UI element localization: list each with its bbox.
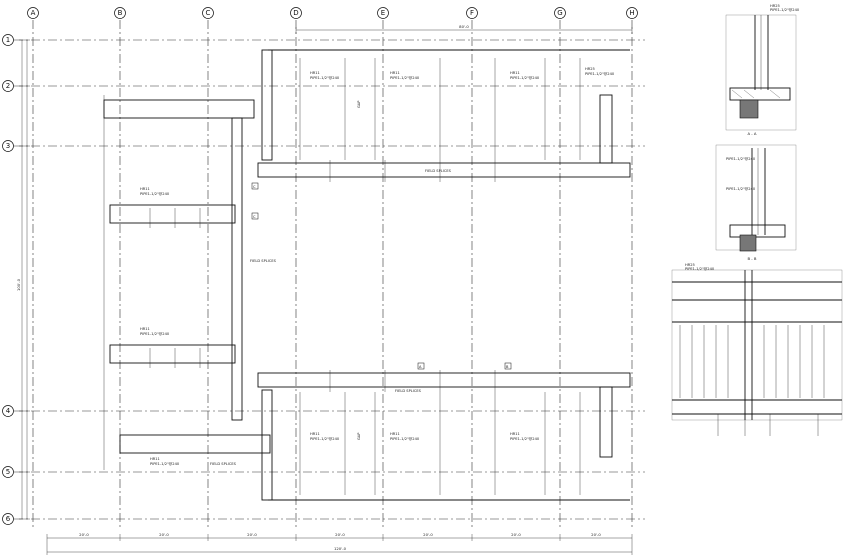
svg-text:C: C <box>253 215 256 219</box>
wall-outlines <box>103 49 631 501</box>
section-marker-a: A <box>417 362 425 370</box>
left-overall-dimension: 100'-0 <box>16 278 21 291</box>
bottom-dimension-strings: 20'-0 20'-0 20'-0 20'-0 20'-0 20'-0 20'-… <box>46 532 633 555</box>
bottom-span-dimension: 20'-0 <box>79 532 89 537</box>
field-splices-label: FIELD SPLICES <box>425 169 452 173</box>
callout-mark: HR11 <box>140 327 150 331</box>
section-label-b: B - B <box>748 256 757 261</box>
callout-spec: PIPE1-1/2"@240 <box>390 76 420 80</box>
svg-text:6: 6 <box>6 515 11 523</box>
grid-bubble-2: 2 <box>2 80 14 92</box>
svg-text:HR25: HR25 <box>770 4 780 8</box>
grid-bubble-E: E <box>377 7 389 19</box>
svg-text:2: 2 <box>6 82 10 90</box>
detail-section-b-b: PIPE1-1/2"@240 PIPE1-1/2"@240 B - B <box>715 144 797 261</box>
svg-text:B: B <box>506 365 509 369</box>
top-dimension: 80'-0 <box>295 24 633 34</box>
grid-bubble-A: A <box>27 7 39 19</box>
svg-text:A: A <box>419 365 422 369</box>
svg-text:H: H <box>629 9 634 17</box>
grid-bubble-6: 6 <box>2 513 14 525</box>
section-label-a: A - A <box>748 131 757 136</box>
elevation-detail: HR25 PIPE1-1/2"@240 <box>671 263 843 436</box>
callout-spec: PIPE1-1/2"@240 <box>140 192 170 196</box>
column-bubbles: A B C D E F G H <box>27 7 638 19</box>
callout-spec: PIPE1-1/2"@240 <box>150 462 180 466</box>
svg-text:F: F <box>470 9 474 17</box>
detail-section-a-a: HR25 PIPE1-1/2"@240 A - A <box>725 4 800 136</box>
callout-spec: PIPE1-1/2"@240 <box>510 76 540 80</box>
bottom-span-dimension: 20'-0 <box>511 532 521 537</box>
callouts: HR11 PIPE1-1/2"@240 HR11 PIPE1-1/2"@240 … <box>140 67 615 466</box>
svg-text:HR25: HR25 <box>685 263 695 267</box>
field-splices-label: FIELD SPLICES <box>210 462 237 466</box>
callout-spec: PIPE1-1/2"@240 <box>140 332 170 336</box>
svg-text:4: 4 <box>6 407 11 415</box>
callout-mark: HR11 <box>390 432 400 436</box>
svg-text:C: C <box>206 9 211 17</box>
svg-text:C: C <box>253 185 256 189</box>
grid-bubble-H: H <box>626 7 638 19</box>
callout-mark: HR11 <box>390 71 400 75</box>
svg-text:B: B <box>118 9 123 17</box>
grid-bubble-4: 4 <box>2 405 14 417</box>
top-overall-dimension: 80'-0 <box>459 24 469 29</box>
bottom-span-dimension: 20'-0 <box>591 532 601 537</box>
callout-mark: HR11 <box>150 457 160 461</box>
svg-text:1: 1 <box>6 36 10 44</box>
bottom-span-dimension: 20'-0 <box>423 532 433 537</box>
grid-bubble-F: F <box>466 7 478 19</box>
callout-spec: PIPE1-1/2"@240 <box>585 72 615 76</box>
callout-mark: HR11 <box>140 187 150 191</box>
grid-lines-vertical <box>32 20 633 528</box>
callout-spec: PIPE1-1/2"@240 <box>390 437 420 441</box>
section-cut-markers: A B C C <box>251 182 512 370</box>
bottom-span-dimension: 20'-0 <box>335 532 345 537</box>
svg-text:G: G <box>557 9 562 17</box>
gap-label: GAP <box>357 100 361 108</box>
svg-text:PIPE1-1/2"@240: PIPE1-1/2"@240 <box>726 187 756 191</box>
svg-text:A: A <box>31 9 36 17</box>
callout-mark: HR11 <box>510 71 520 75</box>
section-marker-c: C <box>251 212 259 220</box>
callout-mark: HR25 <box>585 67 595 71</box>
grid-bubble-G: G <box>554 7 566 19</box>
section-marker-c: C <box>251 182 259 190</box>
gap-label: GAP <box>357 432 361 440</box>
callout-mark: HR11 <box>310 432 320 436</box>
callout-mark: HR11 <box>510 432 520 436</box>
callout-spec: PIPE1-1/2"@240 <box>310 437 340 441</box>
field-splices-label: FIELD SPLICES <box>250 259 277 263</box>
grid-bubble-D: D <box>290 7 302 19</box>
bottom-overall-dimension: 120'-0 <box>334 546 347 551</box>
section-marker-b: B <box>504 362 512 370</box>
grid-bubble-C: C <box>202 7 214 19</box>
svg-text:PIPE1-1/2"@240: PIPE1-1/2"@240 <box>770 8 800 12</box>
row-bubbles: 1 2 3 4 5 6 <box>2 34 14 525</box>
callout-mark: HR11 <box>310 71 320 75</box>
rib-lines <box>103 58 581 495</box>
left-dimension-strings: 100'-0 <box>16 39 30 520</box>
grid-lines-horizontal <box>14 39 645 520</box>
field-splices-label: FIELD SPLICES <box>395 389 422 393</box>
svg-text:PIPE1-1/2"@240: PIPE1-1/2"@240 <box>685 267 715 271</box>
grid-bubble-3: 3 <box>2 140 14 152</box>
svg-text:3: 3 <box>6 142 10 150</box>
grid-bubble-B: B <box>114 7 126 19</box>
grid-bubble-5: 5 <box>2 466 14 478</box>
svg-text:5: 5 <box>6 468 10 476</box>
svg-text:PIPE1-1/2"@240: PIPE1-1/2"@240 <box>726 157 756 161</box>
bottom-span-dimension: 20'-0 <box>159 532 169 537</box>
callout-spec: PIPE1-1/2"@240 <box>510 437 540 441</box>
callout-spec: PIPE1-1/2"@240 <box>310 76 340 80</box>
grid-bubble-1: 1 <box>2 34 14 46</box>
bottom-span-dimension: 20'-0 <box>247 532 257 537</box>
svg-text:D: D <box>293 9 298 17</box>
svg-text:E: E <box>381 9 385 17</box>
